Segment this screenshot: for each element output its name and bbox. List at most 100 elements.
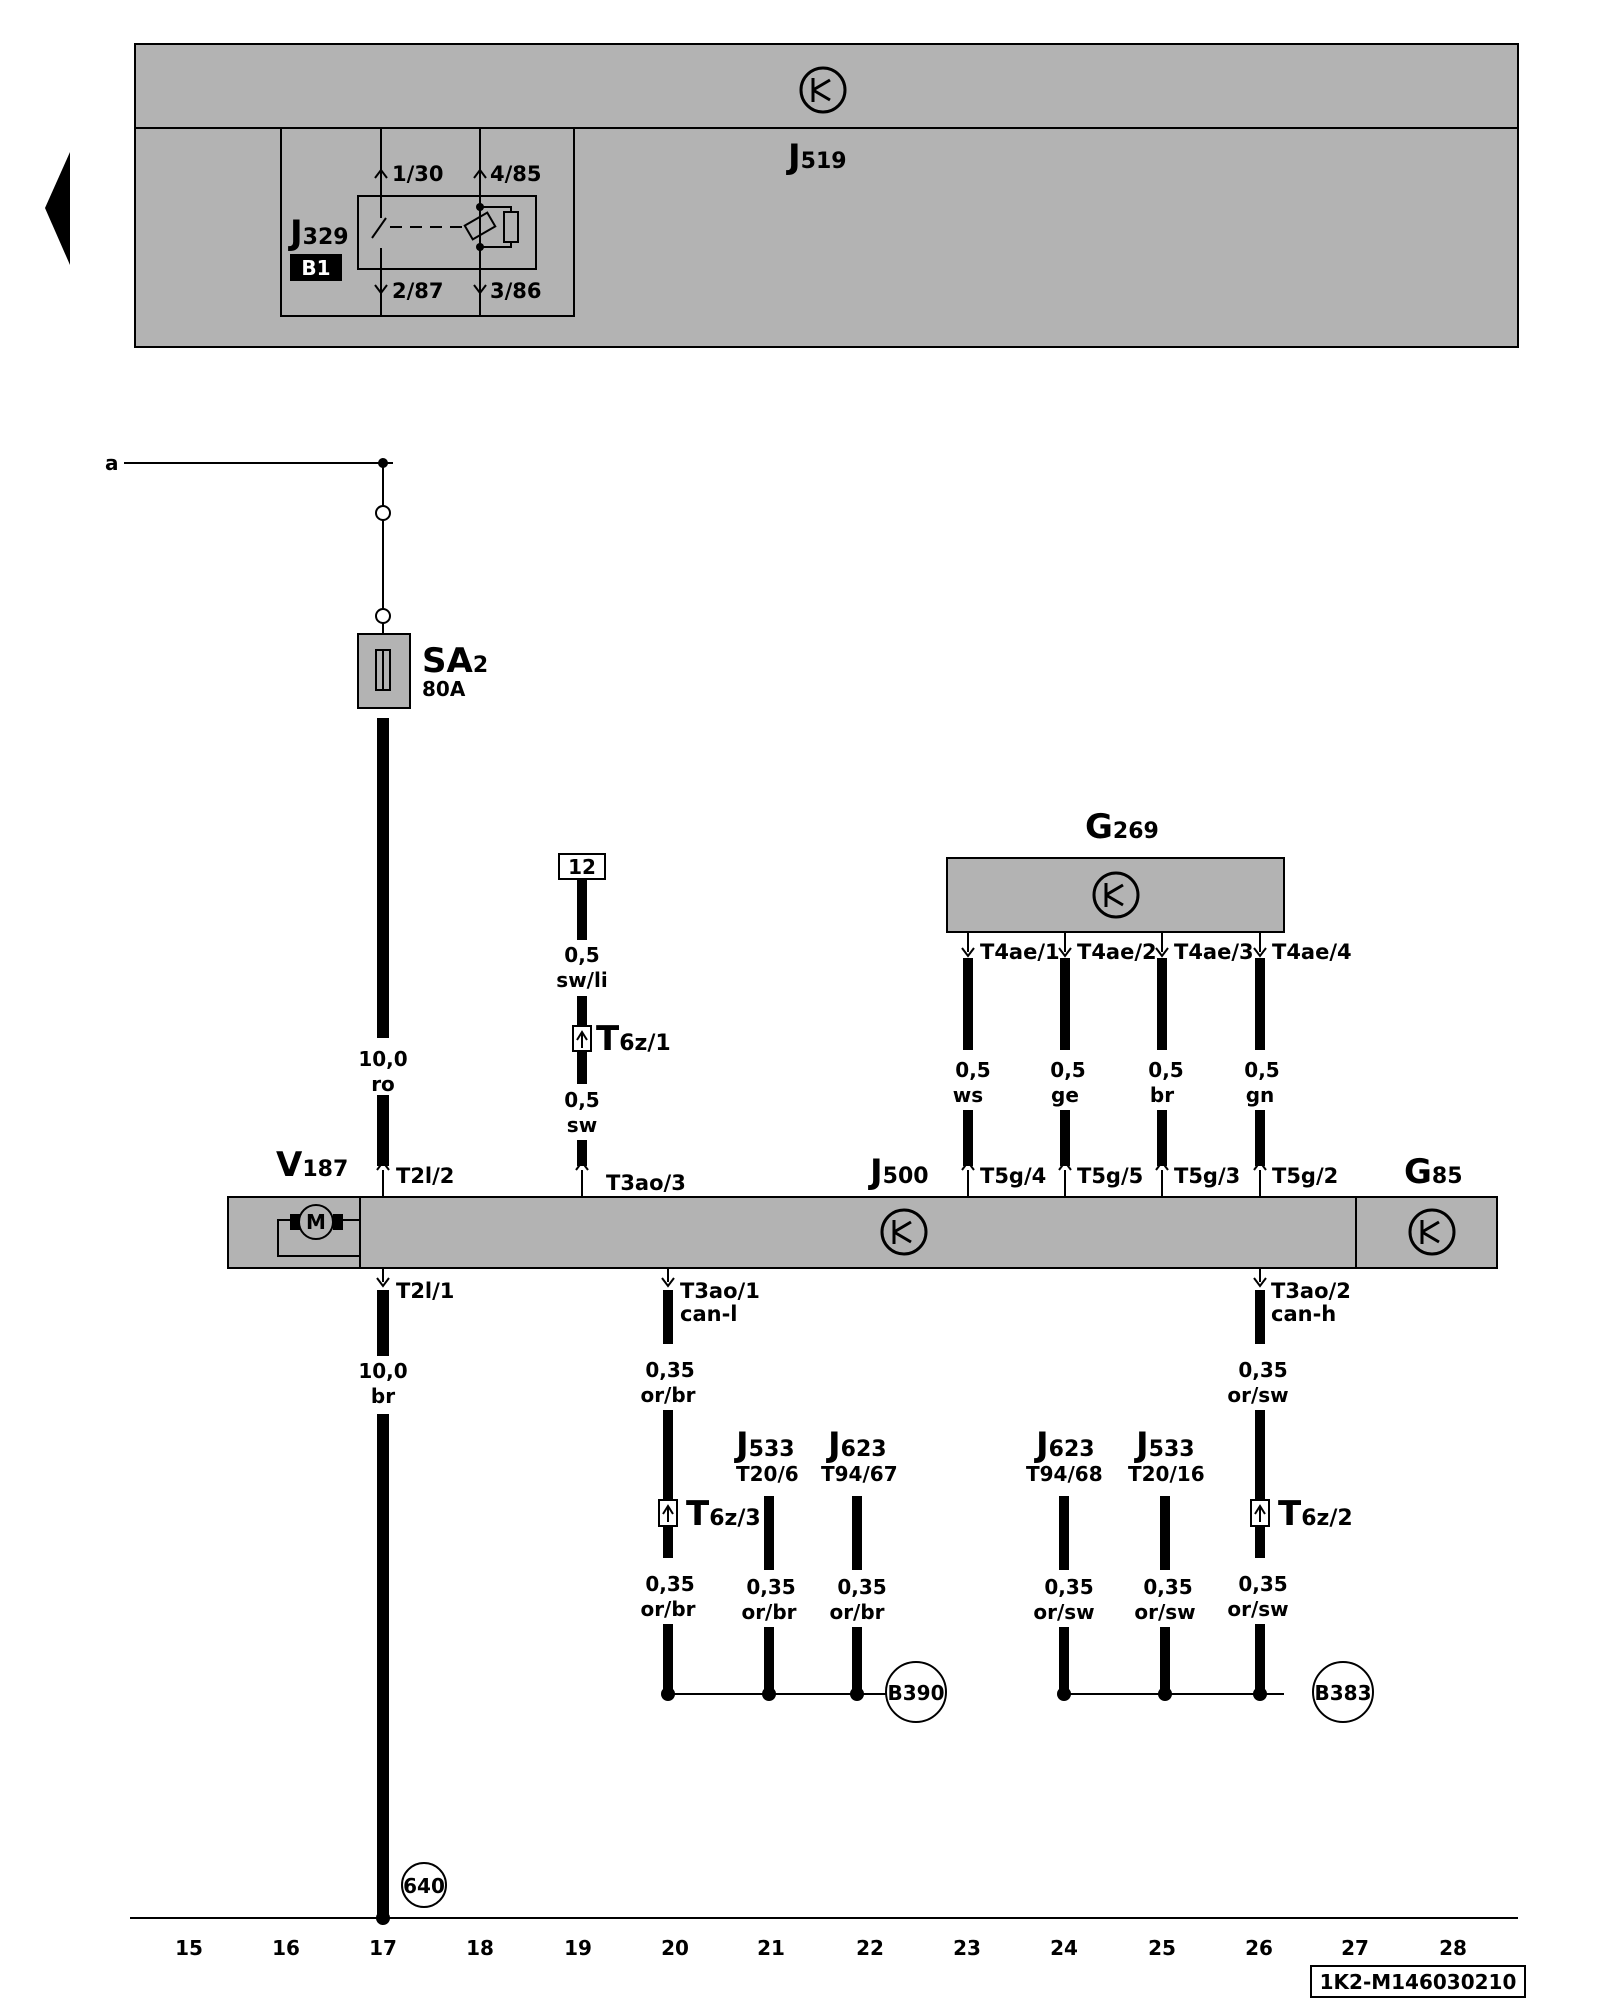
relay-pin-1-30: 1/30: [392, 162, 444, 186]
g269-wire-3: T4ae/3 0,5 br T5g/3: [1148, 932, 1254, 1197]
svg-text:T6z/1: T6z/1: [596, 1019, 671, 1059]
j533-right-id: J: [1134, 1425, 1149, 1465]
j533-right-pin: T20/16: [1128, 1462, 1205, 1486]
supply-line-a: a: [105, 451, 393, 634]
column-24: 24: [1050, 1936, 1078, 1960]
ground-b390: B390: [888, 1681, 945, 1705]
g269-wire-3-color: br: [1150, 1083, 1174, 1107]
column-23: 23: [953, 1936, 981, 1960]
t6z2-id: T: [1278, 1494, 1302, 1534]
w20-lower-color: or/br: [640, 1597, 695, 1621]
relay-pin-3-86: 3/86: [490, 279, 542, 303]
j623-left-id: J: [826, 1425, 841, 1465]
svg-text:J533: J533: [734, 1425, 795, 1465]
w26-upper-color: or/sw: [1227, 1383, 1288, 1407]
can-l-refs: J533 T20/6 0,35 or/br J623 T94/67 0,35 o…: [668, 1425, 947, 1723]
wire-col19: 12 0,5 sw/li T6z/1 0,5 sw: [556, 853, 671, 1197]
j500-sub: 500: [883, 1164, 929, 1189]
w17-upper-color: ro: [371, 1072, 395, 1096]
g269-wire-2: T4ae/2 0,5 ge T5g/5: [1050, 932, 1157, 1197]
g269-wire-1: T4ae/1 0,5 ws T5g/4: [953, 932, 1060, 1197]
w22-size: 0,35: [837, 1575, 886, 1599]
t6z3-sub: 6z/3: [709, 1506, 760, 1531]
inline-connector-t6z3-icon: [658, 1499, 678, 1527]
g269-wire-4-size: 0,5: [1244, 1058, 1279, 1082]
w26-lower-color: or/sw: [1227, 1597, 1288, 1621]
fuse-rating: 80A: [422, 677, 466, 701]
column-17: 17: [369, 1936, 397, 1960]
w19-lower-size: 0,5: [564, 1088, 599, 1112]
motor-symbol: M: [306, 1210, 326, 1234]
motor-icon: M: [277, 1204, 360, 1257]
fuse-sub: 2: [473, 653, 488, 678]
control-unit-icon: [1092, 871, 1140, 919]
j500-pin-t5g3: T5g/3: [1174, 1164, 1240, 1188]
column-22: 22: [856, 1936, 884, 1960]
column-ruler: 15 16 17 18 19 20 21 22 23 24 25 26 27 2…: [130, 1917, 1526, 1998]
main-module: V187 M J500 G85 T2l/2 T3ao/3 T2l/1: [227, 1145, 1498, 1303]
connector-box-12: 12: [568, 855, 596, 879]
g85-id: G: [1404, 1152, 1432, 1192]
svg-text:T6z/3: T6z/3: [686, 1494, 761, 1534]
column-27: 27: [1341, 1936, 1369, 1960]
column-20: 20: [661, 1936, 689, 1960]
sensor-g269: G269 T4ae/1 0,5 ws T5g/4 T4ae/2 0,5 g: [946, 807, 1352, 1197]
wire-col20: T3ao/1 can-l 0,35 or/br T6z/3 0,35 or/br: [640, 1268, 761, 1701]
column-19: 19: [564, 1936, 592, 1960]
column-18: 18: [466, 1936, 494, 1960]
w26-upper-size: 0,35: [1238, 1358, 1287, 1382]
signal-can-h: can-h: [1271, 1302, 1336, 1326]
control-unit-icon: [799, 66, 847, 114]
v187-sub: 187: [302, 1157, 348, 1182]
svg-text:G269: G269: [1085, 807, 1159, 847]
fuse-id: SA: [422, 641, 473, 681]
g85-sub: 85: [1432, 1164, 1463, 1189]
j500-pin-t5g2: T5g/2: [1272, 1164, 1338, 1188]
w19-upper-size: 0,5: [564, 943, 599, 967]
t6z1-id: T: [596, 1019, 620, 1059]
j329-id: J: [288, 213, 303, 253]
w22-color: or/br: [829, 1600, 884, 1624]
j623-right-id: J: [1034, 1425, 1049, 1465]
g269-wire-1-color: ws: [953, 1083, 983, 1107]
w24-color: or/sw: [1033, 1600, 1094, 1624]
g269-wire-2-color: ge: [1051, 1083, 1079, 1107]
w20-lower-size: 0,35: [645, 1572, 694, 1596]
column-25: 25: [1148, 1936, 1176, 1960]
g269-pin-4: T4ae/4: [1272, 940, 1352, 964]
j500-pin-t5g5: T5g/5: [1077, 1164, 1143, 1188]
w19-upper-color: sw/li: [556, 968, 607, 992]
wire-col26: T3ao/2 can-h 0,35 or/sw T6z/2 0,35 or/sw…: [1064, 1268, 1374, 1723]
j519-id: J: [786, 137, 801, 177]
column-16: 16: [272, 1936, 300, 1960]
g269-pin-2: T4ae/2: [1077, 940, 1157, 964]
pin-t3ao3: T3ao/3: [606, 1171, 686, 1195]
w19-lower-color: sw: [567, 1113, 597, 1137]
fuse-sa2: SA2 80A: [357, 633, 488, 709]
g269-wire-4-color: gn: [1246, 1083, 1275, 1107]
svg-text:J623: J623: [826, 1425, 887, 1465]
g269-pin-1: T4ae/1: [980, 940, 1060, 964]
svg-text:J533: J533: [1134, 1425, 1195, 1465]
ground-b383: B383: [1315, 1681, 1372, 1705]
w17-upper-size: 10,0: [358, 1047, 407, 1071]
column-15: 15: [175, 1936, 203, 1960]
ground-640: 640: [403, 1874, 445, 1898]
pin-t2l1: T2l/1: [396, 1279, 454, 1303]
signal-can-l: can-l: [680, 1302, 737, 1326]
j623-right-pin: T94/68: [1026, 1462, 1103, 1486]
svg-text:J519: J519: [786, 137, 847, 177]
t6z3-id: T: [686, 1494, 710, 1534]
inline-connector-t6z2-icon: [1250, 1499, 1270, 1527]
w25-color: or/sw: [1134, 1600, 1195, 1624]
drawing-id: 1K2-M146030210: [1320, 1970, 1517, 1994]
back-arrow-icon[interactable]: [45, 152, 70, 265]
inline-connector-t6z1-icon: [572, 1025, 592, 1052]
g269-wire-4: T4ae/4 0,5 gn T5g/2: [1244, 932, 1352, 1197]
wire-a-label: a: [105, 451, 119, 475]
j329-badge: B1: [301, 256, 330, 280]
relay-j329: 1/30 4/85 2/87 3/86 J329 B1: [280, 127, 575, 317]
j500-id: J: [868, 1152, 883, 1192]
svg-text:SA2: SA2: [422, 641, 488, 681]
